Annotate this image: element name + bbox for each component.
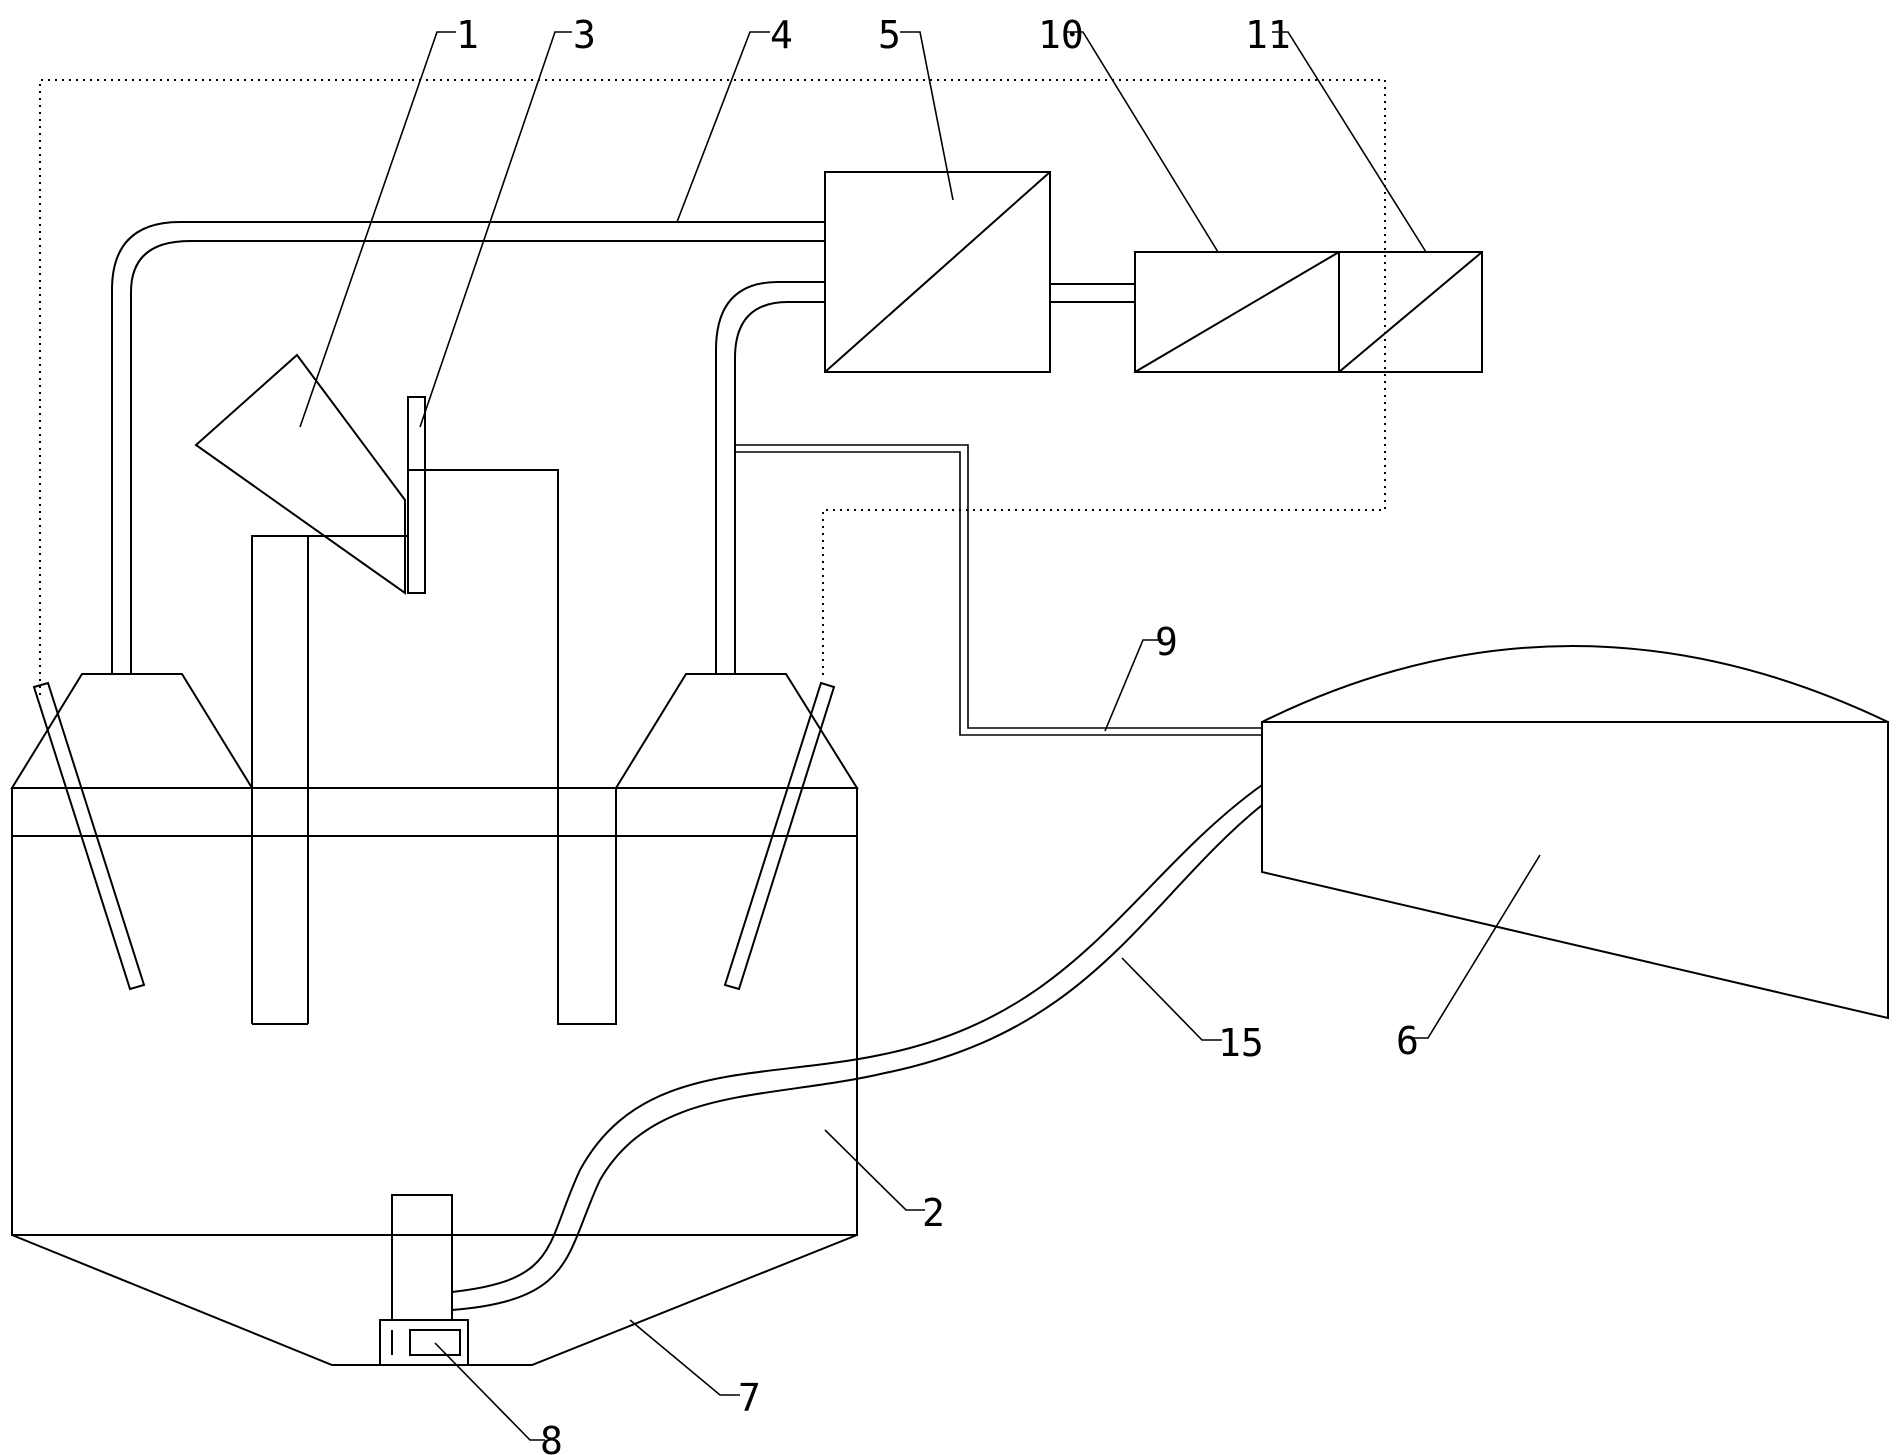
label-7: 7 — [738, 1376, 761, 1420]
label-1: 1 — [456, 13, 479, 57]
feed-rod — [407, 396, 426, 594]
left-hood — [10, 673, 254, 789]
feed-hopper — [194, 353, 406, 595]
label-15: 15 — [1218, 1021, 1264, 1065]
pipe-left — [111, 221, 825, 674]
label-11: 11 — [1245, 13, 1291, 57]
control-signal-lines — [39, 79, 1386, 695]
container-6 — [1261, 645, 1889, 1020]
pipe-15 — [451, 784, 1263, 1311]
pump — [379, 1194, 469, 1366]
label-8: 8 — [540, 1419, 563, 1455]
left-agitator-rod — [32, 681, 146, 991]
right-hood — [614, 673, 859, 789]
label-6: 6 — [1396, 1019, 1419, 1063]
label-4: 4 — [770, 13, 793, 57]
unit-10 — [1134, 251, 1340, 373]
label-9: 9 — [1155, 620, 1178, 664]
right-agitator-rod — [723, 681, 836, 991]
main-tank — [11, 787, 858, 1366]
label-3: 3 — [573, 13, 596, 57]
label-10: 10 — [1038, 13, 1084, 57]
unit-5 — [824, 171, 1051, 373]
leader-lines — [299, 31, 1541, 1441]
label-5: 5 — [878, 13, 901, 57]
label-2: 2 — [922, 1191, 945, 1235]
connector-5-10 — [1050, 283, 1135, 303]
pipe-right — [715, 281, 825, 674]
inner-baffle — [251, 469, 617, 1025]
pipe-9 — [735, 444, 1262, 736]
unit-11 — [1338, 251, 1483, 373]
